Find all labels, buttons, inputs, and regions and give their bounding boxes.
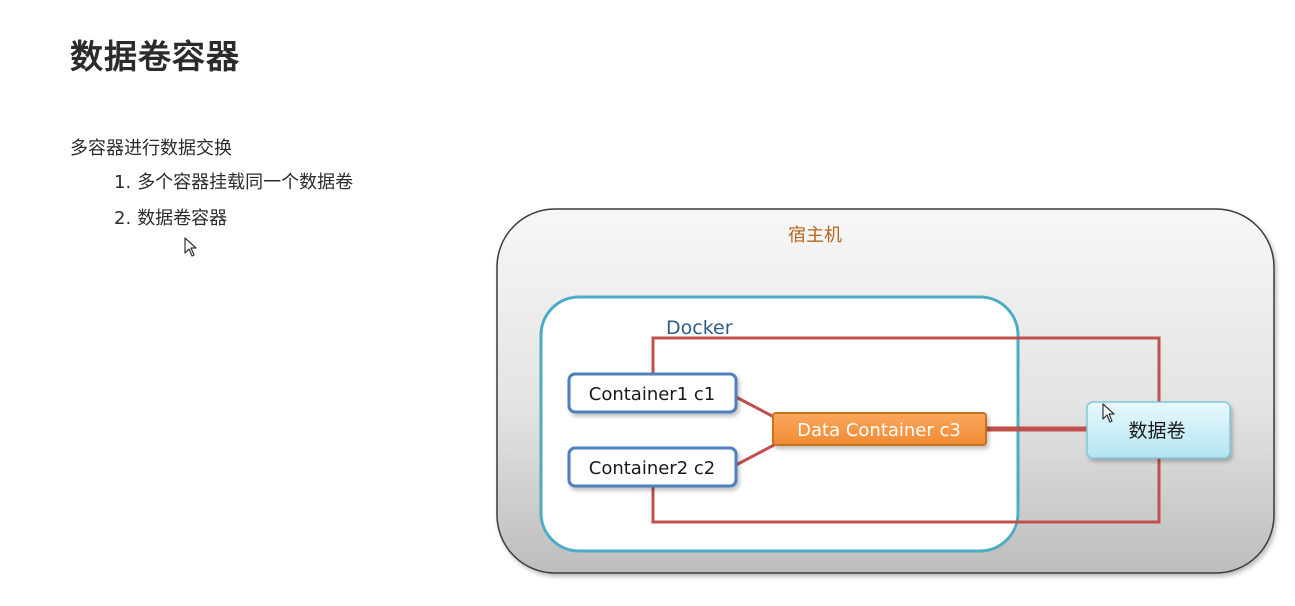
page-title: 数据卷容器 [70,37,240,76]
list-item-number: 2. [114,208,132,229]
list-item-number: 1. [114,172,132,193]
data-container-box [772,412,987,446]
list-item-text: 多个容器挂载同一个数据卷 [137,172,354,193]
list-item: 1. 多个容器挂载同一个数据卷 [114,170,353,206]
container2-label: Container2 c2 [589,458,715,479]
c2-to-c3-connector [735,443,775,467]
list-item-text: 数据卷容器 [137,208,228,229]
data-container-label: Data Container c3 [797,420,961,441]
host-label: 宿主机 [788,225,842,246]
mouse-pointer-icon [1102,403,1115,423]
docker-label: Docker [666,317,733,339]
data-volume-box [1086,401,1231,459]
container1-box [567,372,738,414]
list-item: 2. 数据卷容器 [114,206,353,242]
container1-label: Container1 c1 [589,384,715,405]
c1-to-c3-connector [735,395,775,419]
intro-text: 多容器进行数据交换 [70,138,232,159]
bullet-list: 1. 多个容器挂载同一个数据卷 2. 数据卷容器 [114,170,353,242]
volume-mount-connector [651,336,1161,524]
data-volume-label: 数据卷 [1128,420,1185,442]
container2-box [567,446,738,488]
mouse-pointer-icon [184,237,197,257]
